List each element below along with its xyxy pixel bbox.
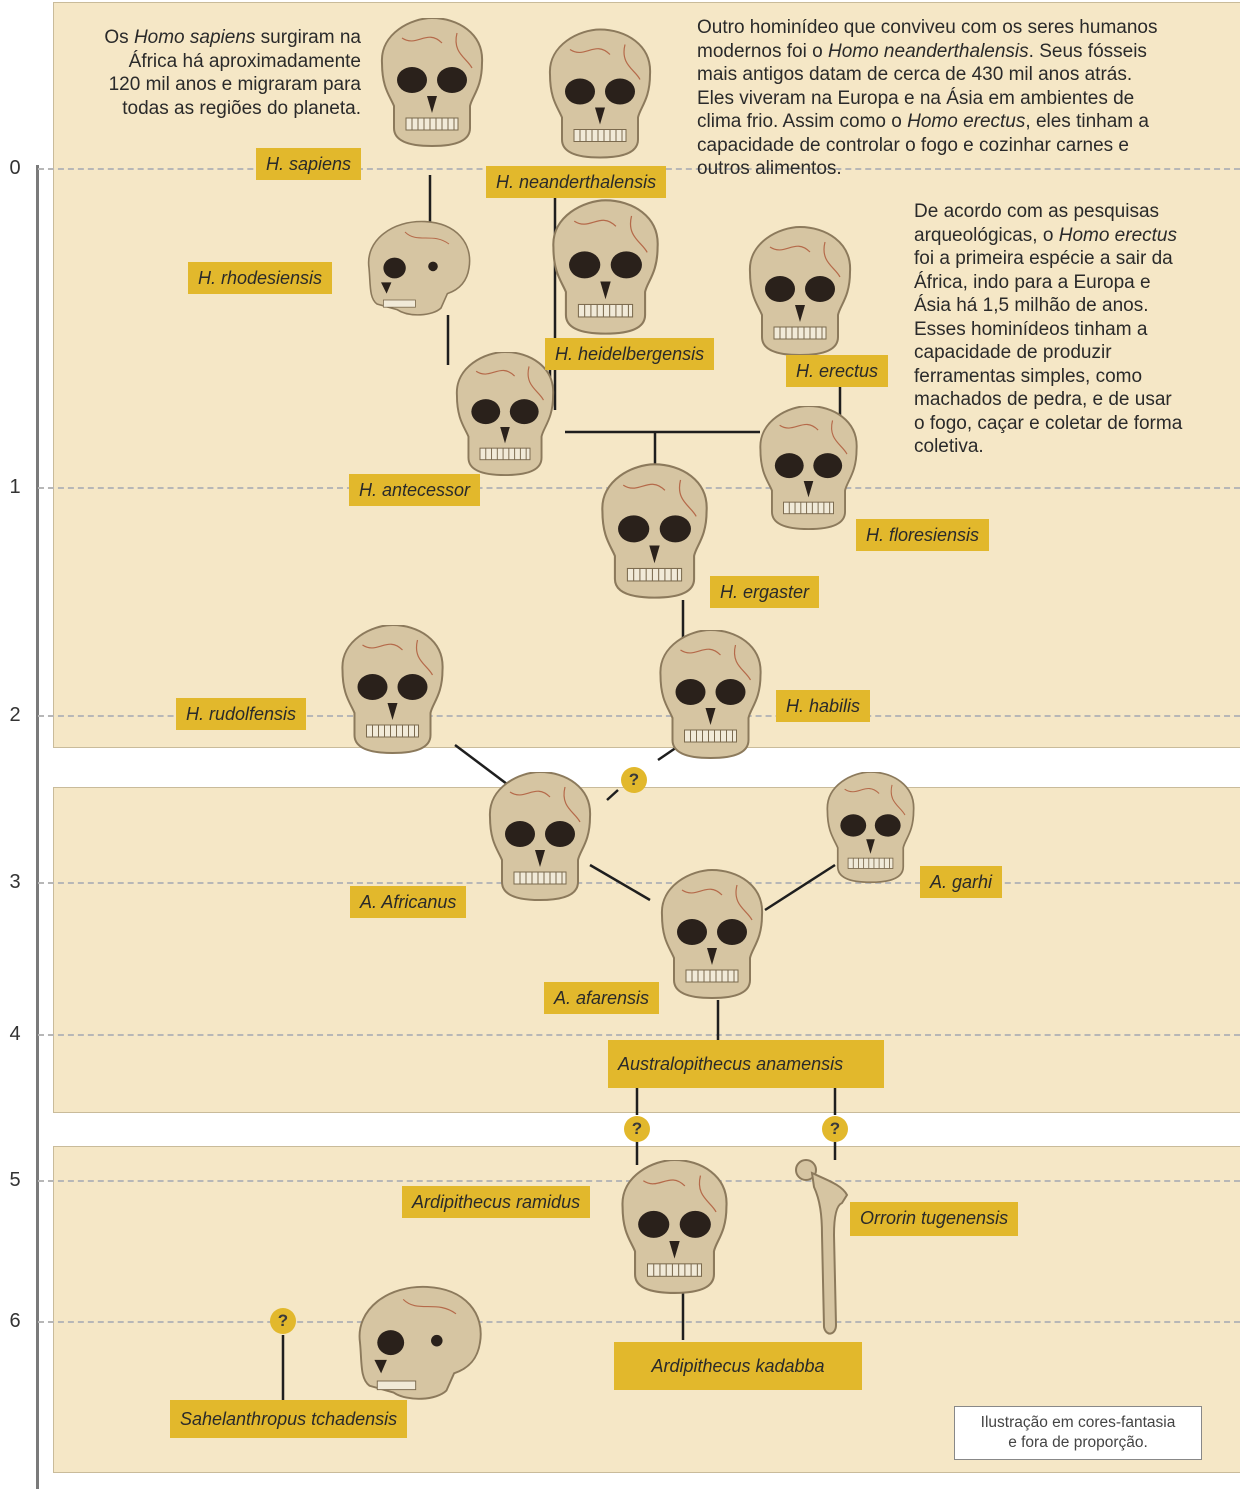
- question-mark-habilis-africanus: ?: [621, 767, 647, 793]
- label-h-erectus: H. erectus: [786, 355, 888, 387]
- label-australopithecus-anamensis: Australopithecus anamensis: [608, 1040, 884, 1088]
- femur-orrorin: [792, 1155, 857, 1340]
- skull-h-erectus: [740, 222, 860, 362]
- illustration-note: Ilustração em cores-fantasia e fora de p…: [954, 1406, 1202, 1460]
- skull-h-neanderthalensis: [540, 22, 660, 167]
- label-h-rudolfensis: H. rudolfensis: [176, 698, 306, 730]
- skull-h-antecessor: [440, 352, 570, 477]
- info-homo-sapiens: Os Homo sapiens surgiram na África há ap…: [56, 26, 361, 120]
- skull-a-africanus: [475, 772, 605, 902]
- label-ardipithecus-kadabba: Ardipithecus kadabba: [614, 1342, 862, 1390]
- skull-a-garhi: [808, 772, 933, 884]
- skull-h-rhodesiensis: [345, 220, 493, 320]
- info-homo-erectus: De acordo com as pesquisas arqueológicas…: [914, 200, 1234, 459]
- skull-h-floresiensis: [746, 406, 871, 531]
- label-h-floresiensis: H. floresiensis: [856, 519, 989, 551]
- info-homo-neanderthalensis: Outro hominídeo que conviveu com os sere…: [697, 16, 1237, 181]
- question-mark-anamensis-ramidus: ?: [624, 1116, 650, 1142]
- skull-ardipithecus-ramidus: [612, 1160, 737, 1295]
- label-h-habilis: H. habilis: [776, 690, 870, 722]
- label-orrorin-tugenensis: Orrorin tugenensis: [850, 1202, 1018, 1236]
- skull-h-habilis: [648, 630, 773, 760]
- label-h-sapiens: H. sapiens: [256, 148, 361, 180]
- label-ardipithecus-ramidus: Ardipithecus ramidus: [402, 1186, 590, 1218]
- label-h-neanderthalensis: H. neanderthalensis: [486, 166, 666, 198]
- label-h-ergaster: H. ergaster: [710, 576, 819, 608]
- label-a-afarensis: A. afarensis: [544, 982, 659, 1014]
- skull-h-ergaster: [592, 462, 717, 602]
- label-h-rhodesiensis: H. rhodesiensis: [188, 262, 332, 294]
- skull-h-rudolfensis: [330, 625, 455, 755]
- question-mark-anamensis-orrorin: ?: [822, 1116, 848, 1142]
- label-a-africanus: A. Africanus: [350, 886, 466, 918]
- skull-h-sapiens: [372, 18, 492, 148]
- label-sahelanthropus-tchadensis: Sahelanthropus tchadensis: [170, 1400, 407, 1438]
- skull-a-afarensis: [652, 866, 772, 1004]
- label-h-antecessor: H. antecessor: [349, 474, 480, 506]
- question-mark-sahelanthropus: ?: [270, 1308, 296, 1334]
- skull-sahelanthropus: [340, 1285, 500, 1405]
- label-h-heidelbergensis: H. heidelbergensis: [545, 338, 714, 370]
- label-a-garhi: A. garhi: [920, 866, 1002, 898]
- skull-h-heidelbergensis: [543, 198, 668, 338]
